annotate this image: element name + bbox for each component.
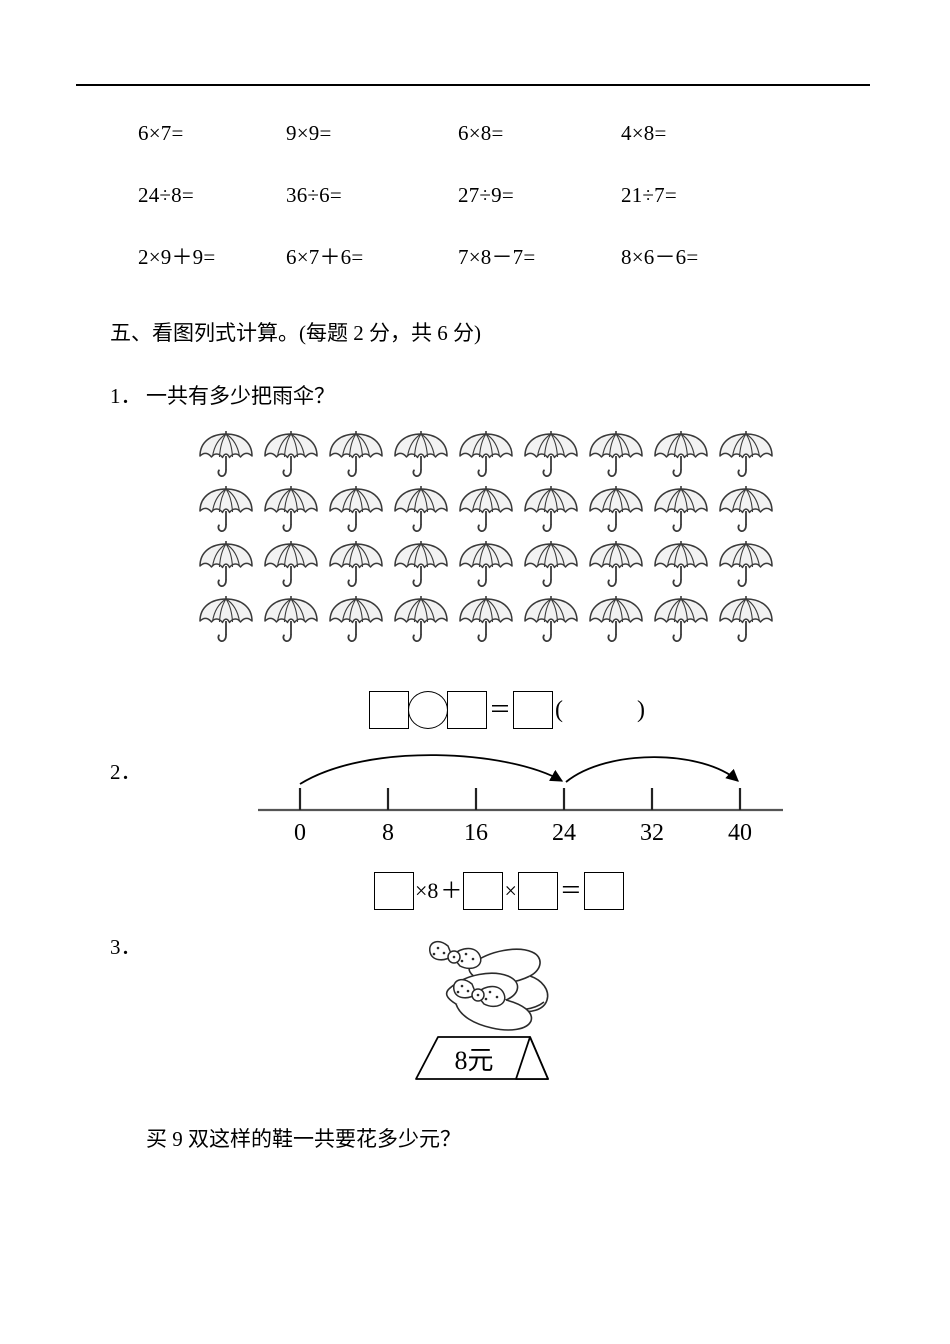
umbrella-icon	[199, 430, 253, 478]
question-2-answer-row: ×8 ＋ × ＝	[374, 872, 624, 910]
umbrella-icon	[394, 485, 448, 533]
arithmetic-problem: 2×9＋9=	[138, 245, 216, 269]
question-1-number: 1．	[110, 384, 142, 408]
umbrella-icon	[394, 595, 448, 643]
section-heading: 五、看图列式计算。(每题 2 分，共 6 分)	[110, 321, 481, 345]
answer-box[interactable]	[447, 691, 487, 729]
umbrella-icon	[719, 595, 773, 643]
number-line-label: 16	[464, 820, 488, 846]
umbrella-icon	[264, 430, 318, 478]
umbrella-icon	[654, 430, 708, 478]
equals-sign: ＝	[489, 697, 512, 722]
multiply-sign: ×8	[415, 878, 439, 903]
umbrella-icon	[459, 430, 513, 478]
umbrella-icon	[329, 595, 383, 643]
umbrella-icon	[264, 540, 318, 588]
umbrella-icon	[719, 430, 773, 478]
arithmetic-problem: 9×9=	[286, 121, 332, 145]
arithmetic-problem: 27÷9=	[458, 183, 514, 207]
arithmetic-row: 6×7= 9×9= 6×8= 4×8=	[138, 122, 838, 184]
umbrella-icon	[264, 595, 318, 643]
jump-arc-0-to-24	[299, 754, 564, 785]
umbrella-icon	[459, 540, 513, 588]
umbrella-icon	[524, 485, 578, 533]
question-3-prompt: 买 9 双这样的鞋一共要花多少元？	[146, 1127, 461, 1151]
umbrella-icon	[524, 595, 578, 643]
umbrella-icon	[329, 540, 383, 588]
umbrella-icon	[394, 430, 448, 478]
arithmetic-problem: 7×8－7=	[458, 245, 536, 269]
equals-sign: ＝	[559, 878, 582, 903]
umbrella-icon	[654, 485, 708, 533]
answer-box[interactable]	[517, 872, 558, 910]
arithmetic-problem: 4×8=	[621, 121, 667, 145]
number-line-label: 0	[294, 820, 306, 846]
number-line-label: 8	[382, 820, 394, 846]
umbrella-icon	[719, 485, 773, 533]
answer-operator-circle[interactable]	[408, 691, 448, 729]
arithmetic-problem: 6×8=	[458, 121, 504, 145]
umbrella-icon	[719, 540, 773, 588]
umbrella-icon	[524, 540, 578, 588]
umbrella-icon	[654, 595, 708, 643]
umbrella-icon	[459, 485, 513, 533]
question-1-prompt: 一共有多少把雨伞？	[146, 384, 335, 408]
umbrella-grid	[197, 430, 782, 650]
jump-arc-24-to-40	[565, 756, 739, 783]
arithmetic-row: 24÷8= 36÷6= 27÷9= 21÷7=	[138, 184, 838, 246]
number-line-figure: 0 8 16 24 32 40	[258, 754, 783, 846]
umbrella-icon	[459, 595, 513, 643]
umbrella-icon	[589, 485, 643, 533]
arithmetic-problem: 21÷7=	[621, 183, 677, 207]
answer-box[interactable]	[583, 872, 624, 910]
question-2-number: 2．	[110, 760, 142, 784]
question-3-number: 3．	[110, 935, 142, 959]
umbrella-icon	[589, 595, 643, 643]
answer-box[interactable]	[513, 691, 554, 729]
umbrella-icon	[654, 540, 708, 588]
header-divider	[76, 84, 870, 86]
multiply-sign: ×	[504, 878, 517, 903]
umbrella-icon	[329, 430, 383, 478]
number-line-label: 32	[640, 820, 664, 846]
umbrella-icon	[524, 430, 578, 478]
umbrella-icon	[394, 540, 448, 588]
arithmetic-problem: 6×7=	[138, 121, 184, 145]
umbrella-icon	[329, 485, 383, 533]
question-1-answer-row: ＝ ( )	[369, 691, 679, 729]
umbrella-icon	[589, 430, 643, 478]
umbrella-icon	[199, 485, 253, 533]
arithmetic-problem: 36÷6=	[286, 183, 342, 207]
answer-box[interactable]	[369, 691, 409, 729]
number-line-label: 40	[728, 820, 752, 846]
arithmetic-problem: 6×7＋6=	[286, 245, 364, 269]
umbrella-icon	[199, 540, 253, 588]
shoes-icon	[429, 941, 549, 1031]
umbrella-icon	[199, 595, 253, 643]
answer-box[interactable]	[374, 872, 414, 910]
arithmetic-problem-grid: 6×7= 9×9= 6×8= 4×8= 24÷8= 36÷6= 27÷9= 21…	[138, 122, 838, 308]
umbrella-icon	[264, 485, 318, 533]
price-tag: 8元	[415, 1036, 549, 1080]
unit-parentheses[interactable]: ( )	[555, 697, 679, 723]
arithmetic-problem: 24÷8=	[138, 183, 194, 207]
price-tag-label: 8元	[454, 1046, 493, 1075]
arithmetic-row: 2×9＋9= 6×7＋6= 7×8－7= 8×6－6=	[138, 246, 838, 308]
plus-sign: ＋	[440, 878, 463, 903]
number-line-label: 24	[552, 820, 576, 846]
umbrella-icon	[589, 540, 643, 588]
arithmetic-problem: 8×6－6=	[621, 245, 699, 269]
answer-box[interactable]	[463, 872, 504, 910]
shoes-figure: 8元	[408, 928, 568, 1093]
